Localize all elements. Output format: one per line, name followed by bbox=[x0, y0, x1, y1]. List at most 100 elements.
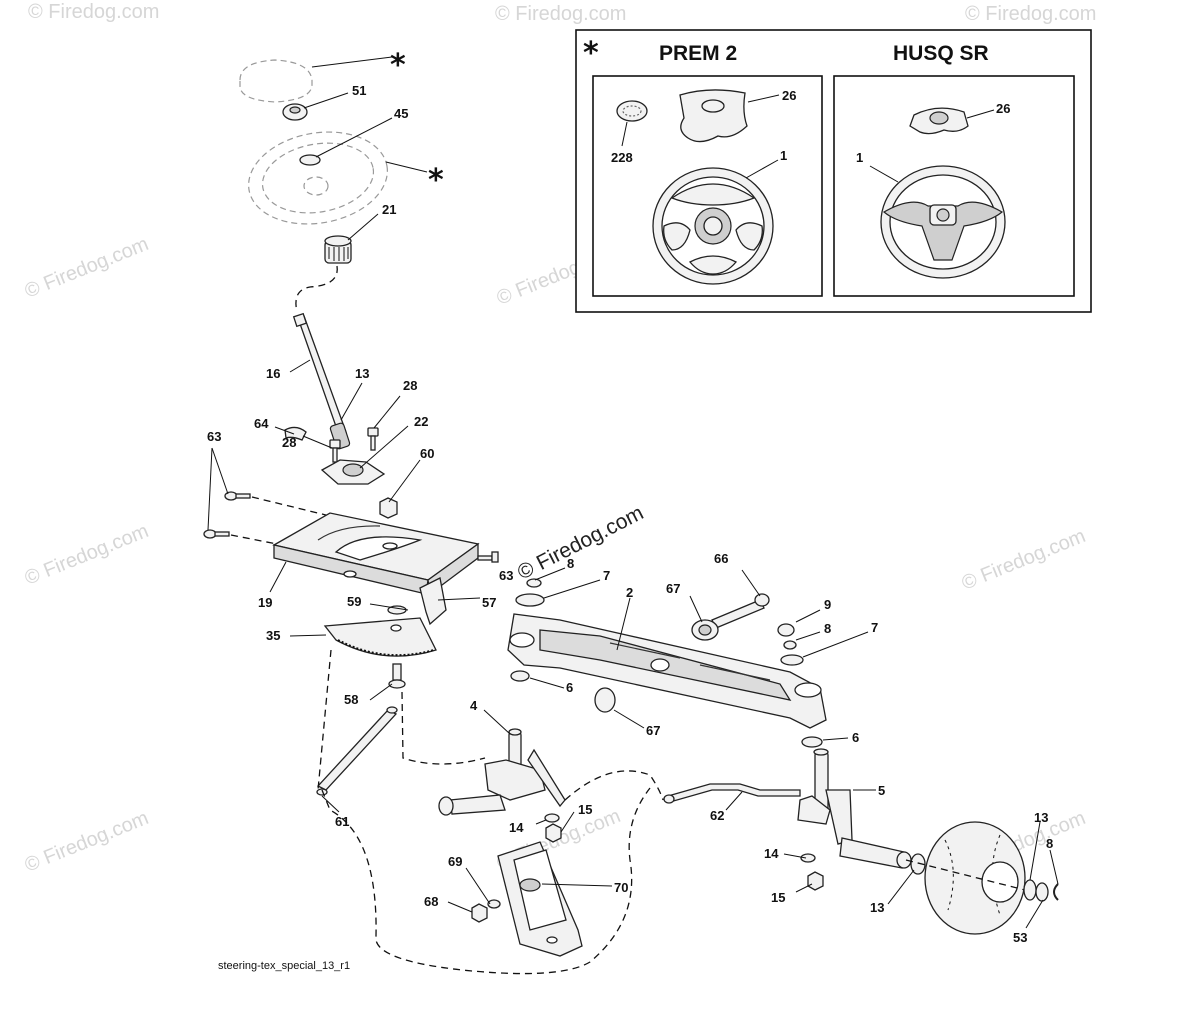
nut-68 bbox=[471, 903, 488, 923]
leader-i1b bbox=[869, 165, 899, 183]
label-inset-1-husq: 1 bbox=[856, 150, 863, 165]
nut-60 bbox=[379, 497, 398, 519]
front-axle-group bbox=[321, 578, 1059, 975]
label-inset-1-prem: 1 bbox=[780, 148, 787, 163]
bolt-28-right bbox=[367, 427, 379, 451]
washer-14-right bbox=[800, 853, 816, 863]
label-16: 16 bbox=[266, 366, 280, 381]
washer-13-outer bbox=[1023, 879, 1037, 901]
label-8-left: 8 bbox=[567, 556, 574, 571]
spindle-4 bbox=[438, 728, 566, 816]
label-star-wheel: * bbox=[428, 163, 444, 198]
label-60: 60 bbox=[420, 446, 434, 461]
inset-title-prem2: PREM 2 bbox=[659, 42, 737, 65]
label-28-left: 28 bbox=[282, 435, 296, 450]
prem2-emblem-228 bbox=[616, 100, 648, 122]
diagram-caption: steering-tex_special_13_r1 bbox=[218, 960, 350, 972]
label-57: 57 bbox=[482, 595, 496, 610]
label-inset-26-prem: 26 bbox=[782, 88, 796, 103]
adapter-21 bbox=[324, 235, 352, 264]
label-45: 45 bbox=[394, 106, 408, 121]
tie-rod-62 bbox=[667, 783, 801, 803]
screw-63-bottom bbox=[203, 529, 230, 539]
label-51: 51 bbox=[352, 83, 366, 98]
label-14-right: 14 bbox=[764, 846, 779, 861]
clip-64 bbox=[284, 426, 307, 441]
watermark: © Firedog.com bbox=[22, 807, 152, 877]
label-70: 70 bbox=[614, 880, 628, 895]
label-13-wheel-outer: 13 bbox=[1034, 810, 1048, 825]
label-9: 9 bbox=[824, 597, 831, 612]
label-6-right: 6 bbox=[852, 730, 859, 745]
watermark: © Firedog.com bbox=[22, 520, 152, 590]
inset-title-husq-sr: HUSQ SR bbox=[893, 42, 989, 65]
washer-8-right bbox=[783, 640, 797, 650]
nut-15-right bbox=[807, 871, 824, 891]
label-inset-26-husq: 26 bbox=[996, 101, 1010, 116]
bolt-63-right bbox=[477, 551, 499, 563]
bracket-57 bbox=[419, 577, 447, 626]
steering-column-group bbox=[203, 59, 499, 796]
label-63-right: 63 bbox=[499, 568, 513, 583]
washer-13-inner bbox=[910, 853, 926, 875]
washer-45 bbox=[299, 154, 321, 166]
washer-14-left bbox=[544, 813, 560, 823]
label-7-left: 7 bbox=[603, 568, 610, 583]
label-59: 59 bbox=[347, 594, 361, 609]
clip-8-hub bbox=[1053, 883, 1059, 901]
prem2-steering-wheel bbox=[652, 167, 774, 285]
sector-gear-35 bbox=[323, 617, 437, 657]
bushing-6-right bbox=[801, 736, 823, 748]
washer-7-left bbox=[515, 593, 545, 607]
label-69: 69 bbox=[448, 854, 462, 869]
steering-cap-ghost bbox=[239, 59, 313, 103]
washer-53 bbox=[1035, 882, 1049, 902]
label-66: 66 bbox=[714, 551, 728, 566]
bushing-6-left bbox=[510, 670, 530, 682]
label-15-left: 15 bbox=[578, 802, 592, 817]
label-67-top: 67 bbox=[666, 581, 680, 596]
label-7-right: 7 bbox=[871, 620, 878, 635]
label-61: 61 bbox=[335, 814, 349, 829]
watermark-center: © Firedog.com bbox=[514, 501, 647, 584]
inset-panel: * PREM 2 HUSQ SR bbox=[575, 29, 1092, 313]
label-8-right: 8 bbox=[824, 621, 831, 636]
label-22: 22 bbox=[414, 414, 428, 429]
watermark: © Firedog.com bbox=[28, 1, 159, 23]
dashed-path-column bbox=[295, 265, 338, 313]
cap-9 bbox=[777, 623, 795, 637]
screw-63-top bbox=[224, 491, 251, 501]
washer-69 bbox=[487, 899, 501, 909]
label-13-pinion: 13 bbox=[355, 366, 369, 381]
spacer-67-bottom bbox=[594, 687, 616, 713]
watermark: © Firedog.com bbox=[965, 3, 1096, 25]
bolt-58 bbox=[388, 663, 406, 689]
front-axle-2 bbox=[507, 613, 827, 729]
part-labels: * 51 45 * 21 16 13 28 64 28 22 60 63 19 … bbox=[207, 48, 1053, 945]
label-14-left: 14 bbox=[509, 820, 524, 835]
watermark: © Firedog.com bbox=[22, 233, 152, 303]
washer-8-left bbox=[526, 578, 542, 588]
label-67-bottom: 67 bbox=[646, 723, 660, 738]
label-6-left: 6 bbox=[566, 680, 573, 695]
watermark: © Firedog.com bbox=[959, 525, 1089, 595]
leader-i26b bbox=[966, 109, 995, 119]
spindle-5 bbox=[797, 748, 912, 869]
prem2-cap-hole bbox=[701, 99, 725, 113]
front-wheel bbox=[924, 821, 1026, 935]
label-8-hub: 8 bbox=[1046, 836, 1053, 851]
label-58: 58 bbox=[344, 692, 358, 707]
watermark: © Firedog.com bbox=[495, 3, 626, 25]
nut-15-left bbox=[545, 823, 562, 843]
label-13-wheel-inner: 13 bbox=[870, 900, 884, 915]
label-15-right: 15 bbox=[771, 890, 785, 905]
washer-7-right bbox=[780, 654, 804, 666]
steering-wheel-ghost bbox=[248, 131, 388, 225]
label-64: 64 bbox=[254, 416, 269, 431]
leader-lines bbox=[207, 56, 1059, 929]
drag-link-61 bbox=[316, 709, 398, 791]
leader-i26a bbox=[747, 94, 780, 103]
steering-plate-70 bbox=[497, 841, 583, 957]
